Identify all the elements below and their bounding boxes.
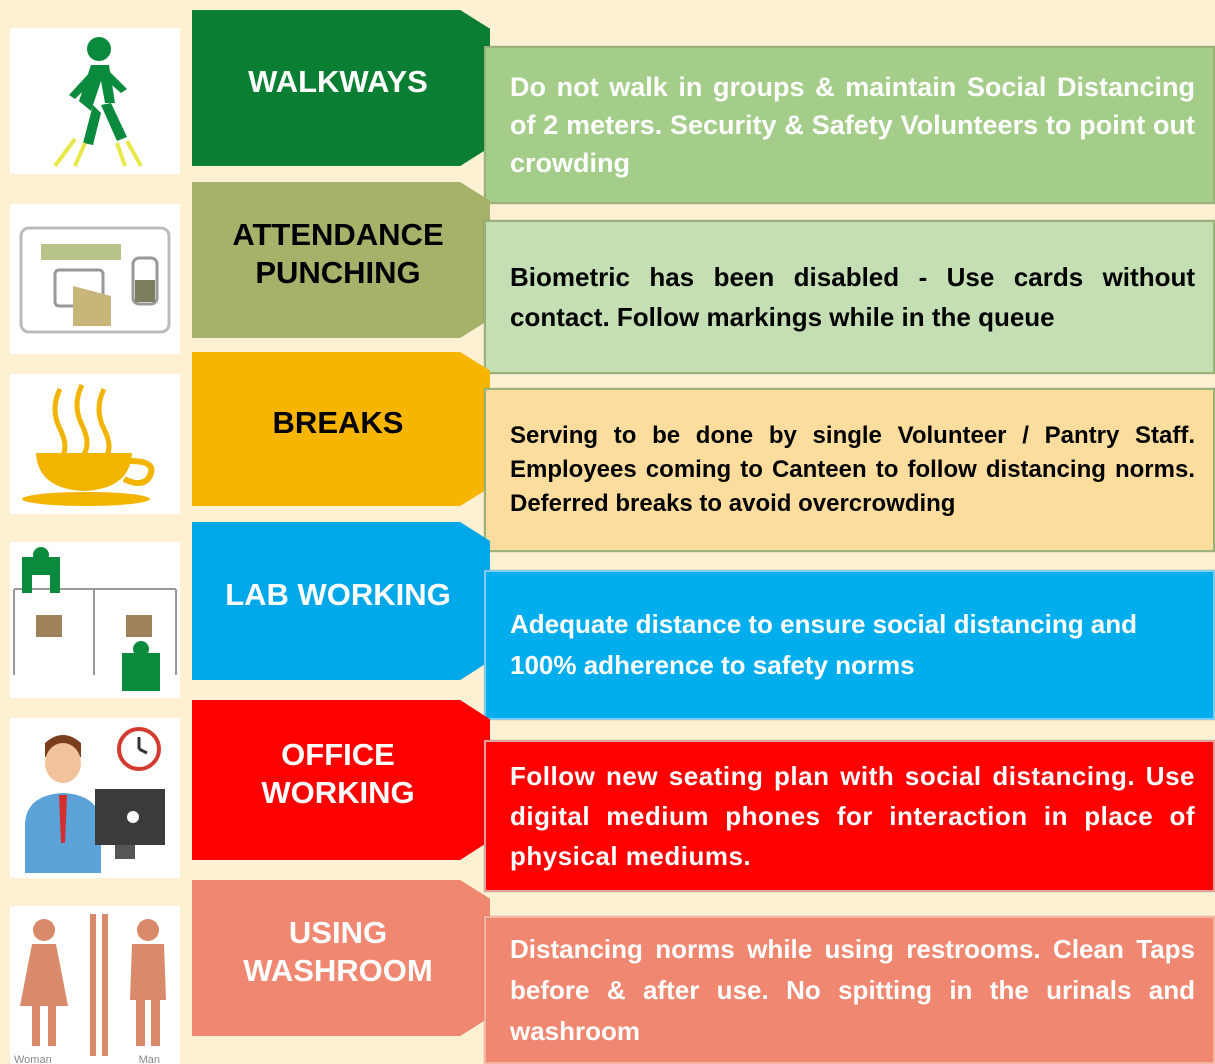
lab-workstation-icon [10,542,180,698]
attendance-title: ATTENDANCE PUNCHING [232,217,444,290]
office-worker-icon [10,718,180,878]
walking-person-icon [10,28,180,174]
breaks-description-box: Serving to be done by single Volunteer /… [484,388,1215,552]
man-icon-label: Man [138,1054,160,1064]
washroom-label-arrow: USING WASHROOM [192,880,490,1036]
washroom-description: Distancing norms while using restrooms. … [510,933,1195,1046]
coffee-cup-icon [10,374,180,514]
walkways-description: Do not walk in groups & maintain Social … [510,72,1195,178]
walkways-label-arrow: WALKWAYS [192,10,490,166]
lab-working-description-box: Adequate distance to ensure social dista… [484,570,1215,720]
breaks-title: BREAKS [272,405,404,440]
breaks-description: Serving to be done by single Volunteer /… [510,422,1195,517]
office-working-label-arrow: OFFICE WORKING [192,700,490,860]
office-working-description: Follow new seating plan with social dist… [510,761,1195,871]
walkways-description-box: Do not walk in groups & maintain Social … [484,46,1215,204]
card-punch-icon [10,204,180,354]
lab-working-description: Adequate distance to ensure social dista… [510,609,1138,680]
attendance-description: Biometric has been disabled - Use cards … [510,262,1195,332]
office-working-title: OFFICE WORKING [261,737,415,810]
washroom-description-box: Distancing norms while using restrooms. … [484,916,1215,1064]
washroom-title: USING WASHROOM [243,915,433,988]
lab-working-title: LAB WORKING [225,577,451,612]
office-working-description-box: Follow new seating plan with social dist… [484,740,1215,892]
attendance-label-arrow: ATTENDANCE PUNCHING [192,182,490,338]
attendance-description-box: Biometric has been disabled - Use cards … [484,220,1215,374]
washroom-icon: Woman Man [10,906,180,1064]
woman-icon-label: Woman [14,1054,52,1064]
walkways-title: WALKWAYS [248,64,428,99]
lab-working-label-arrow: LAB WORKING [192,522,490,680]
breaks-label-arrow: BREAKS [192,352,490,506]
